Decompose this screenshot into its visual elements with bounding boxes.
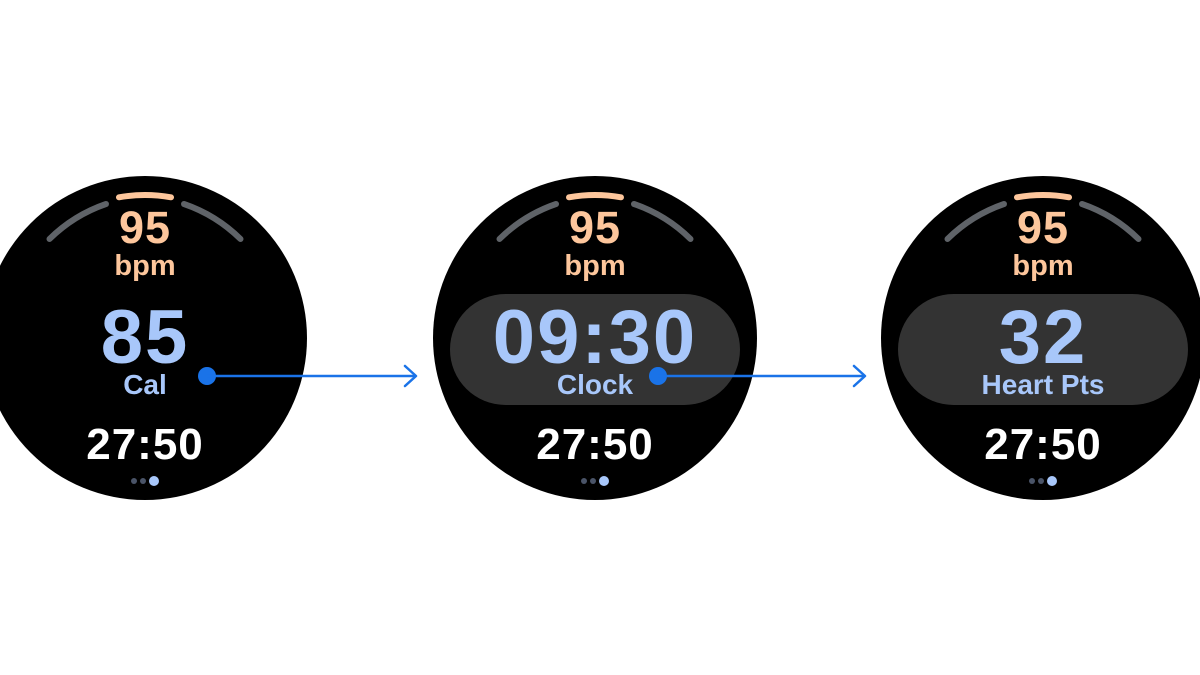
watch-face-1: 95 bpm 85 Cal 27:50 — [0, 176, 307, 500]
page-dot — [131, 478, 137, 484]
page-dot — [140, 478, 146, 484]
metric-highlight-pill[interactable] — [450, 294, 740, 405]
page-dot — [1029, 478, 1035, 484]
metric-label: Cal — [123, 369, 167, 400]
heart-rate-value: 95 — [568, 202, 622, 253]
arc-center-active — [116, 192, 174, 201]
arrow-head-icon — [403, 364, 418, 388]
heart-rate-unit: bpm — [114, 250, 176, 282]
elapsed-timer: 27:50 — [536, 420, 654, 469]
metric-label: Heart Pts — [981, 369, 1105, 400]
progress-arcs — [46, 192, 244, 242]
metric-label: Clock — [556, 369, 634, 400]
page-indicator — [0, 476, 307, 486]
page-indicator — [881, 476, 1200, 486]
page-indicator — [433, 476, 757, 486]
arc-left-inactive — [46, 201, 109, 242]
watch-face-2: 95 bpm 09:30 Clock 27:50 — [433, 176, 757, 500]
metric-value[interactable]: 32 — [998, 295, 1088, 380]
heart-rate-unit: bpm — [1012, 250, 1074, 282]
arc-left-inactive — [944, 201, 1007, 242]
progress-arcs — [944, 192, 1142, 242]
page-dot — [1038, 478, 1044, 484]
arc-right-inactive — [181, 201, 244, 242]
arc-center-active — [1014, 192, 1072, 201]
metric-highlight-pill[interactable] — [898, 294, 1188, 405]
elapsed-timer: 27:50 — [86, 420, 204, 469]
page-dot — [590, 478, 596, 484]
arc-center-active — [566, 192, 624, 201]
metric-value[interactable]: 85 — [100, 295, 190, 380]
page-dot-active — [149, 476, 159, 486]
elapsed-timer: 27:50 — [984, 420, 1102, 469]
page-dot-active — [1047, 476, 1057, 486]
heart-rate-unit: bpm — [564, 250, 626, 282]
heart-rate-value: 95 — [118, 202, 172, 253]
progress-arcs — [496, 192, 694, 242]
arc-left-inactive — [496, 201, 559, 242]
metric-value[interactable]: 09:30 — [492, 295, 698, 380]
arc-right-inactive — [631, 201, 694, 242]
page-dot-active — [599, 476, 609, 486]
arc-right-inactive — [1079, 201, 1142, 242]
arrow-head-icon — [852, 364, 867, 388]
page-dot — [581, 478, 587, 484]
watch-face-3: 95 bpm 32 Heart Pts 27:50 — [881, 176, 1200, 500]
heart-rate-value: 95 — [1016, 202, 1070, 253]
